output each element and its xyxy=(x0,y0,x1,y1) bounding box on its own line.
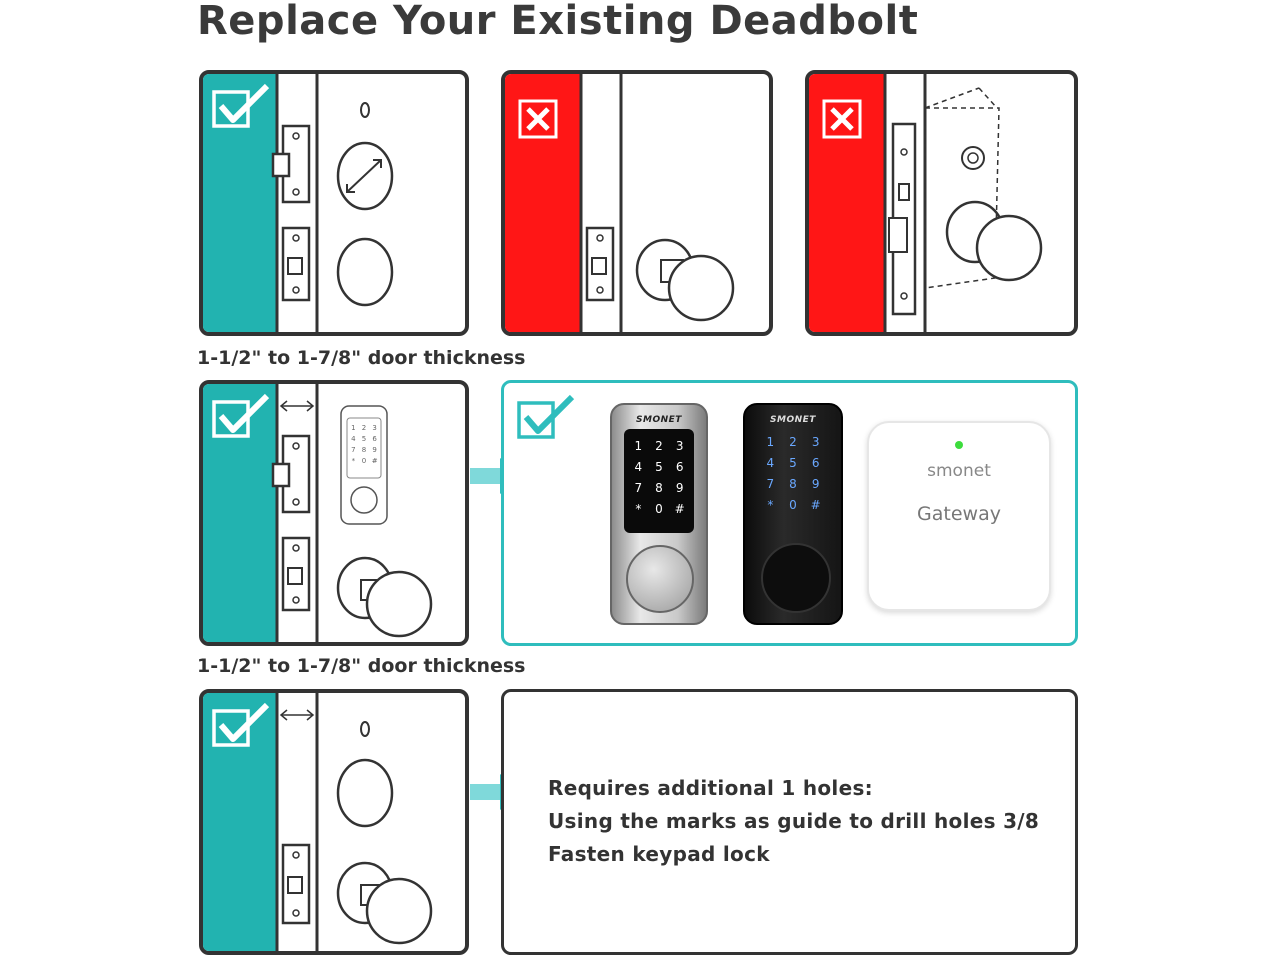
key: 4 xyxy=(634,460,643,474)
compatible-deadbolt-panel xyxy=(199,70,469,336)
requirements-panel: Requires additional 1 holes: Using the m… xyxy=(501,689,1078,955)
key: 0 xyxy=(655,502,663,516)
key: 9 xyxy=(811,477,820,491)
mini-key: 4 xyxy=(351,435,356,443)
lock-brand: SMONET xyxy=(770,415,816,425)
checkmark-icon xyxy=(212,83,270,128)
requirement-line: Fasten keypad lock xyxy=(548,842,770,866)
door-thickness-caption: 1-1/2" to 1-7/8" door thickness xyxy=(197,347,526,369)
thumb-turn xyxy=(626,545,694,613)
mini-key: * xyxy=(351,457,356,465)
silver-keypad-lock: SMONET 1 2 3 4 5 6 7 8 9 * 0 # xyxy=(610,403,708,625)
thumb-turn xyxy=(761,543,831,613)
black-keypad-lock: SMONET 1 2 3 4 5 6 7 8 9 * 0 # xyxy=(743,403,843,625)
mini-key: 2 xyxy=(361,424,367,432)
mini-key: 8 xyxy=(361,446,367,454)
mini-keypad: 1 2 3 4 5 6 7 8 9 * 0 # xyxy=(348,424,380,465)
incompatible-mortise-panel xyxy=(805,70,1078,336)
checkmark-icon xyxy=(517,394,575,439)
key: 1 xyxy=(634,439,643,453)
mini-key: 0 xyxy=(361,457,367,465)
requirement-line: Requires additional 1 holes: xyxy=(548,776,873,800)
product-panel: SMONET 1 2 3 4 5 6 7 8 9 * 0 # SMONET 1 … xyxy=(501,380,1078,646)
page-title: Replace Your Existing Deadbolt xyxy=(197,0,919,44)
mini-key: 5 xyxy=(361,435,367,443)
key: 1 xyxy=(766,435,775,449)
new-install-door-panel xyxy=(199,689,469,955)
key: 6 xyxy=(811,456,820,470)
key: 0 xyxy=(789,498,797,512)
requirement-line: Using the marks as guide to drill holes … xyxy=(548,809,1040,833)
door-thickness-caption: 1-1/2" to 1-7/8" door thickness xyxy=(197,655,526,677)
key: 6 xyxy=(675,460,684,474)
key: 3 xyxy=(811,435,820,449)
key: 8 xyxy=(789,477,797,491)
key: # xyxy=(674,502,685,516)
status-led-icon xyxy=(955,441,963,449)
key: 2 xyxy=(655,439,663,453)
key: 7 xyxy=(766,477,775,491)
key: * xyxy=(635,502,642,516)
key: 8 xyxy=(655,481,663,495)
key: 5 xyxy=(655,460,663,474)
gateway-label: Gateway xyxy=(917,503,1001,525)
black-keypad: 1 2 3 4 5 6 7 8 9 * 0 # xyxy=(759,435,827,512)
mini-key: 1 xyxy=(351,424,356,432)
mini-key: 9 xyxy=(372,446,377,454)
installed-keypad-panel: 1 2 3 4 5 6 7 8 9 * 0 # xyxy=(199,380,469,646)
key: 4 xyxy=(766,456,775,470)
mini-key: 3 xyxy=(372,424,377,432)
key: 5 xyxy=(789,456,797,470)
key: 7 xyxy=(634,481,643,495)
x-mark-icon xyxy=(518,99,558,139)
incompatible-knob-panel xyxy=(501,70,773,336)
x-mark-icon xyxy=(822,99,862,139)
checkmark-icon xyxy=(212,702,270,747)
mini-key: 7 xyxy=(351,446,356,454)
gateway-device: smonet Gateway xyxy=(867,421,1051,611)
gateway-brand: smonet xyxy=(927,461,991,481)
mini-key: # xyxy=(371,457,378,465)
mini-key: 6 xyxy=(372,435,377,443)
lock-brand: SMONET xyxy=(636,415,682,425)
key: 3 xyxy=(675,439,684,453)
key: # xyxy=(810,498,821,512)
key: * xyxy=(767,498,774,512)
silver-keypad: 1 2 3 4 5 6 7 8 9 * 0 # xyxy=(628,439,690,516)
key: 2 xyxy=(789,435,797,449)
checkmark-icon xyxy=(212,393,270,438)
key: 9 xyxy=(675,481,684,495)
